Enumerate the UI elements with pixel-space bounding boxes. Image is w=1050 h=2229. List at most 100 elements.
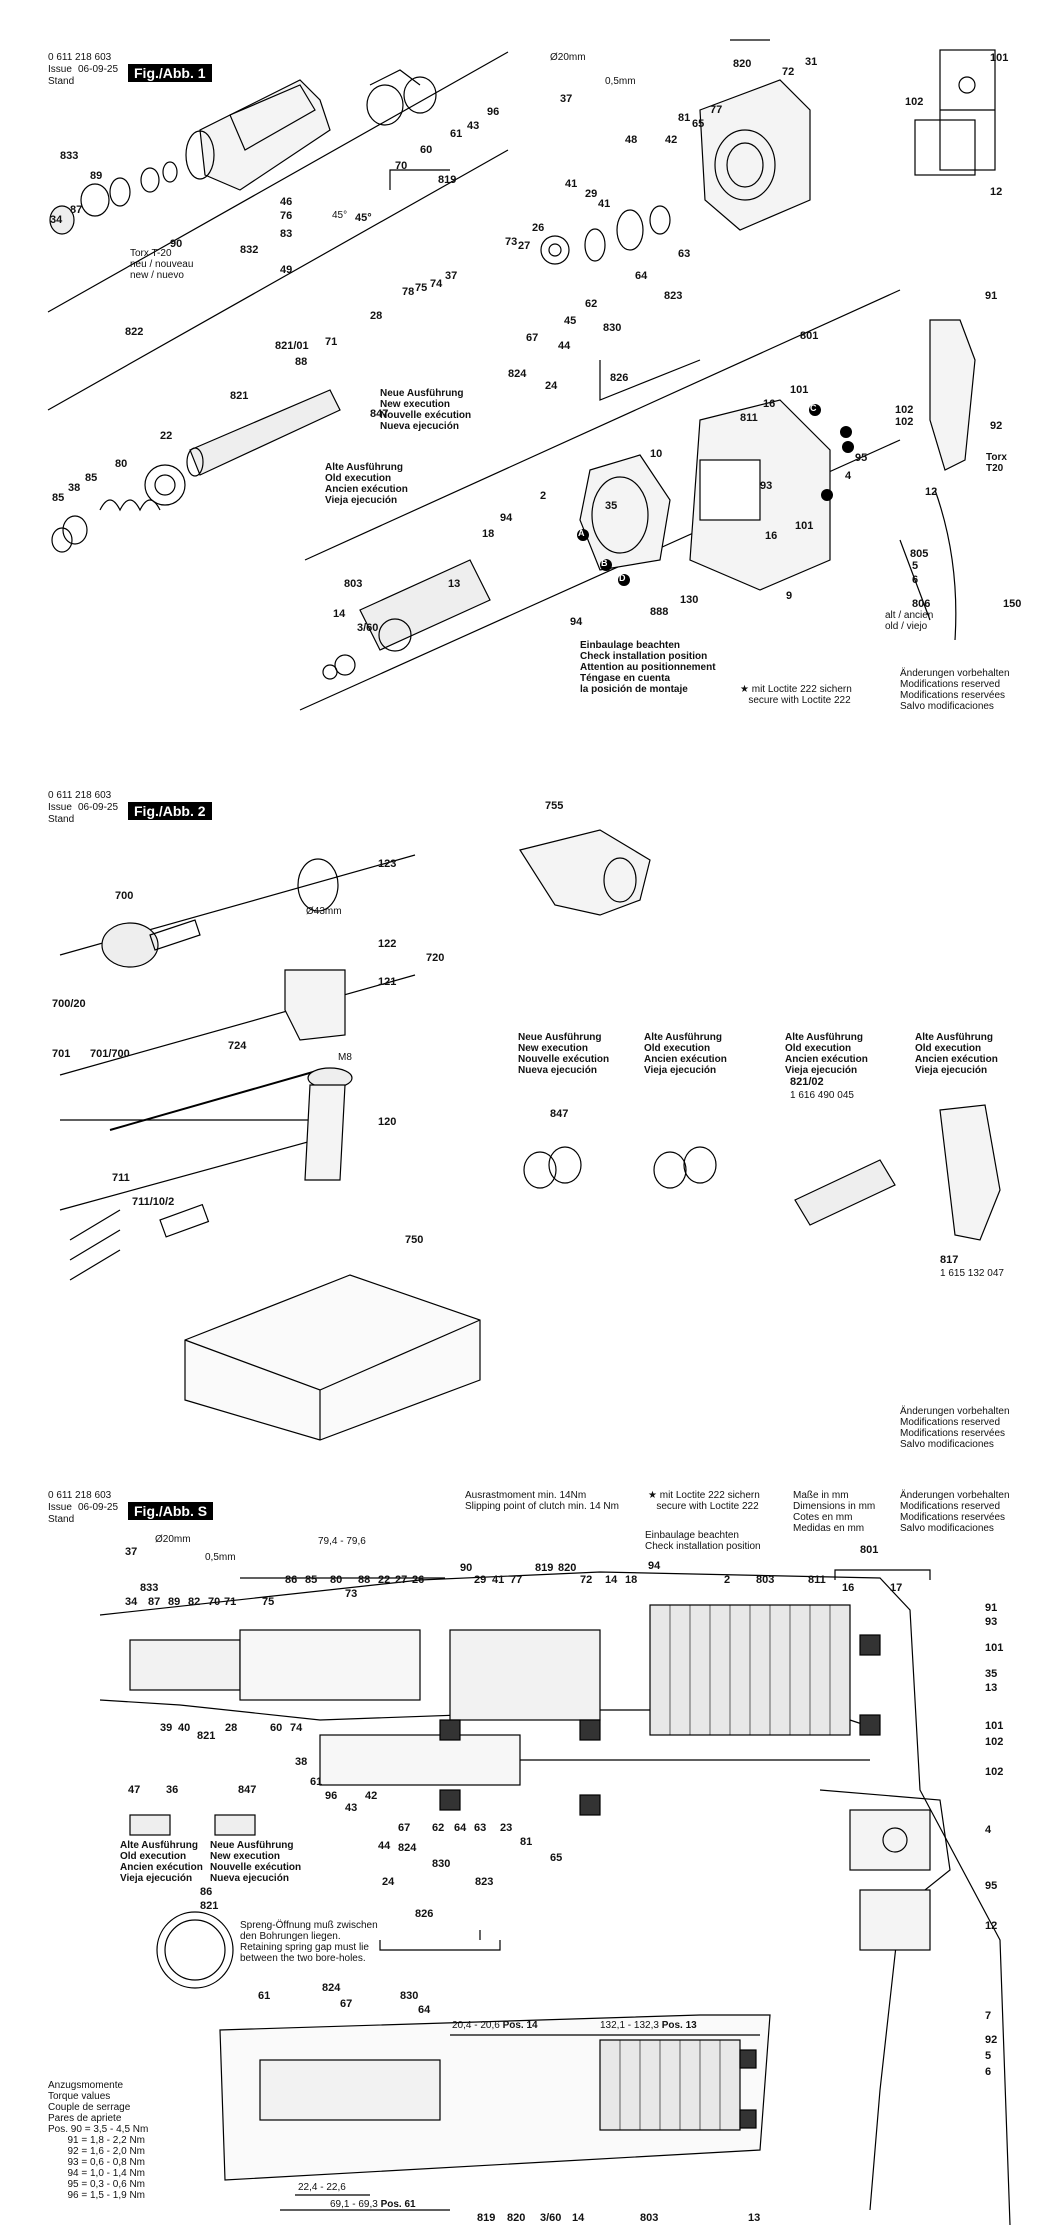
dim-22-4: 22,4 - 22,6 <box>298 2182 346 2193</box>
part-label: 49 <box>280 264 293 276</box>
part-label: 89 <box>168 1596 181 1608</box>
part-label: 833 <box>140 1582 159 1594</box>
part-label: 61 <box>310 1776 323 1788</box>
part-label: 803 <box>344 578 363 590</box>
part-label: 67 <box>526 332 539 344</box>
part-label: 819 <box>477 2212 496 2224</box>
part-label: 822 <box>125 326 144 338</box>
part-label: 91 <box>985 1602 998 1614</box>
figure-title: Fig./Abb. S <box>128 1502 214 1520</box>
part-label: 67 <box>398 1822 411 1834</box>
part-label: 37 <box>445 270 458 282</box>
part-label: 3/60 <box>357 622 379 634</box>
part-label: 12 <box>990 186 1003 198</box>
part-label: 101 <box>795 520 814 532</box>
torx-short: Torx T20 <box>986 452 1007 474</box>
part-label: 94 <box>648 1560 661 1572</box>
part-label: 73 <box>345 1588 358 1600</box>
torque-row: 96 = 1,5 - 1,9 Nm <box>67 2190 146 2201</box>
part-label: 62 <box>585 298 598 310</box>
part-label: 819 <box>535 1562 554 1574</box>
part-label: 60 <box>420 144 433 156</box>
part-label: 29 <box>474 1574 487 1586</box>
part-label: 123 <box>378 858 397 870</box>
part-label: 29 <box>585 188 598 200</box>
part-label: 803 <box>756 1574 775 1586</box>
issue-date: 06-09-25 <box>78 802 119 813</box>
figS-section-drawing <box>99 1569 1011 2226</box>
part-label: 70 <box>395 160 408 172</box>
part-label: 701 <box>52 1048 71 1060</box>
part-label: 14 <box>605 1574 618 1586</box>
part-label: 94 <box>500 512 513 524</box>
part-label: 811 <box>740 412 758 424</box>
part-label: 801 <box>800 330 819 342</box>
part-label: 76 <box>280 210 293 222</box>
part-label: 67 <box>340 1998 353 2010</box>
part-label: 86 <box>285 1574 298 1586</box>
circle-letter: B <box>601 558 608 568</box>
part-label: 817 <box>940 1254 959 1266</box>
part-label: 102 <box>905 96 924 108</box>
part-label: 821/02 <box>790 1076 824 1088</box>
part-label: 70 <box>208 1596 221 1608</box>
part-label: 102 <box>895 416 914 428</box>
part-label: 93 <box>985 1616 998 1628</box>
part-label: 64 <box>635 270 648 282</box>
part-label: 720 <box>426 952 445 964</box>
torx-note: Torx T-20 neu / nouveau new / nuevo <box>130 248 193 281</box>
figure-title: Fig./Abb. 2 <box>128 802 212 820</box>
part-label: 3/60 <box>540 2212 562 2224</box>
part-label: 23 <box>500 1822 513 1834</box>
part-label: 122 <box>378 938 397 950</box>
part-label: 13 <box>748 2212 761 2224</box>
part-label: 62 <box>432 1822 445 1834</box>
part-label: 96 <box>325 1790 338 1802</box>
part-label: 5 <box>985 2050 992 2062</box>
part-label: 101 <box>790 384 809 396</box>
part-label: 102 <box>985 1736 1004 1748</box>
part-label: 42 <box>665 134 678 146</box>
issue-label: Issue <box>48 1502 72 1513</box>
part-label: 819 <box>438 174 457 186</box>
part-label: 824 <box>322 1982 341 1994</box>
part-label: 847 <box>238 1784 257 1796</box>
issue-date: 06-09-25 <box>78 1502 119 1513</box>
stand-label: Stand <box>48 76 75 87</box>
part-label: 96 <box>487 106 500 118</box>
part-label: 811 <box>808 1574 826 1586</box>
part-label: 80 <box>115 458 128 470</box>
part-label: 38 <box>68 482 81 494</box>
part-label: 9 <box>786 590 793 602</box>
part-label: 61 <box>258 1990 271 2002</box>
part-label: 101 <box>985 1720 1004 1732</box>
part-label: 16 <box>765 530 778 542</box>
part-label: 821 <box>230 390 249 402</box>
part-label: 74 <box>290 1722 303 1734</box>
part-label: 4 <box>845 470 852 482</box>
part-label: 63 <box>474 1822 487 1834</box>
part-label: 700 <box>115 890 134 902</box>
part-label: 34 <box>125 1596 138 1608</box>
issue-label: Issue <box>48 802 72 813</box>
part-label: 31 <box>805 56 818 68</box>
part-label: 820 <box>507 2212 526 2224</box>
part-label: 755 <box>545 800 564 812</box>
part-label: 102 <box>895 404 914 416</box>
part-label: 847 <box>370 408 389 420</box>
part-label: 82 <box>188 1596 201 1608</box>
figure-title: Fig./Abb. 1 <box>128 64 212 82</box>
part-number: 1 615 132 047 <box>940 1268 1004 1279</box>
part-label: 824 <box>398 1842 417 1854</box>
part-number: 1 616 490 045 <box>790 1090 854 1101</box>
